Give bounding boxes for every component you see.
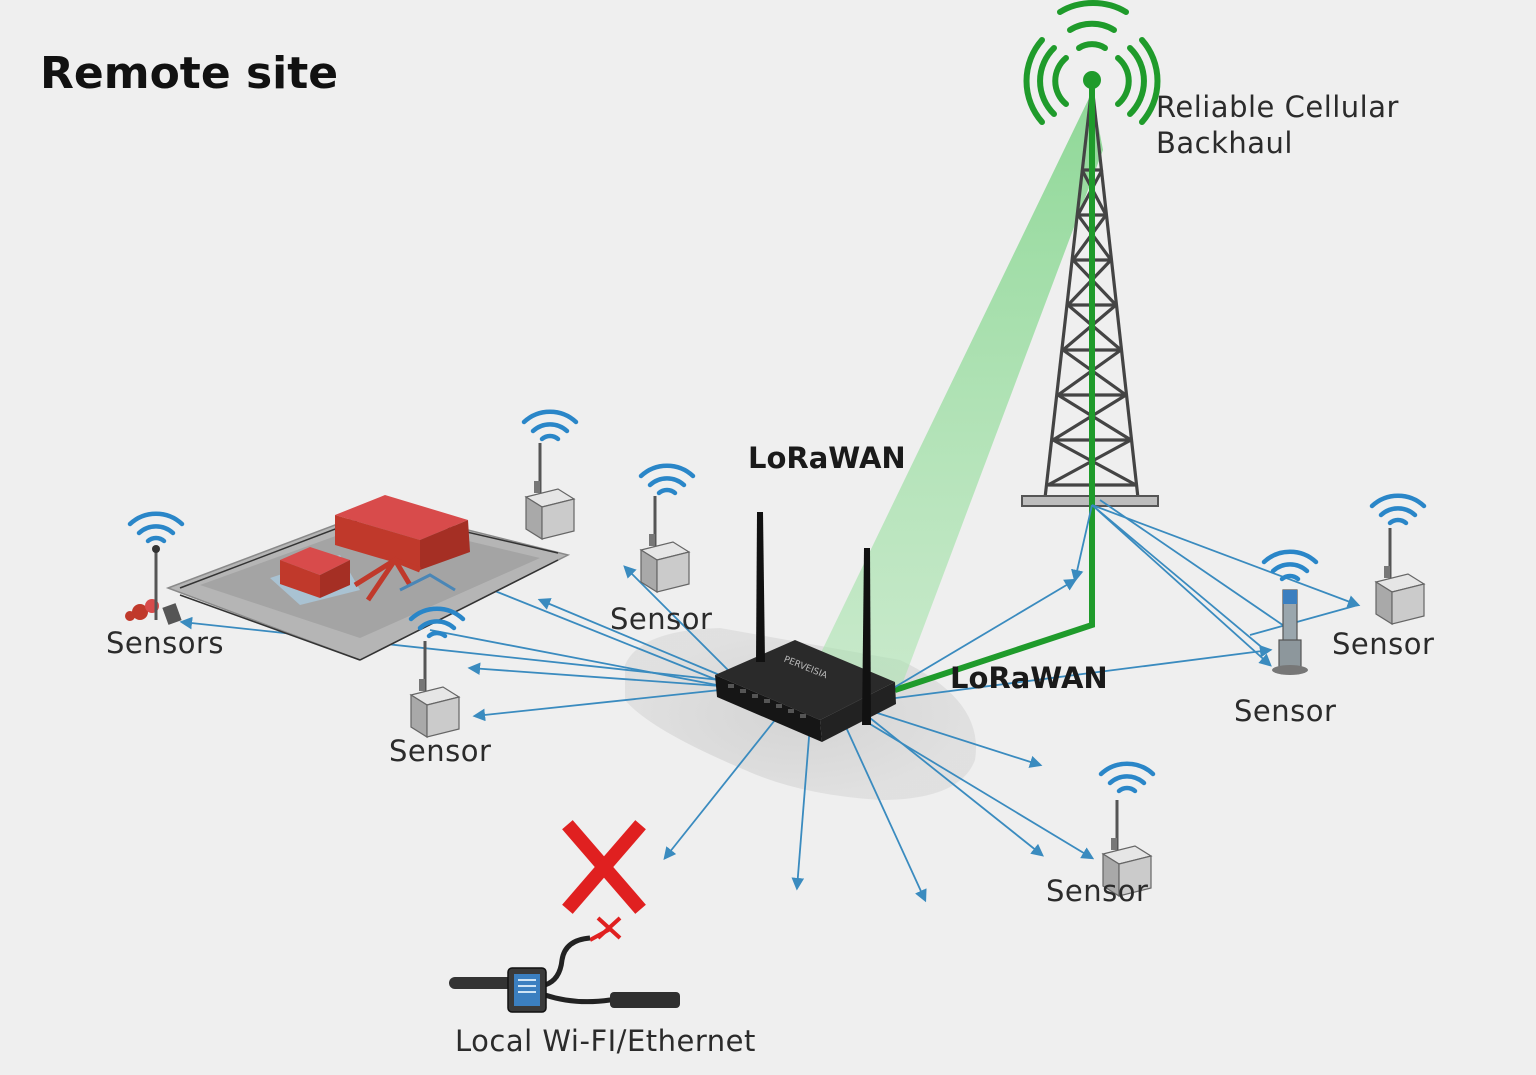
sensor-box-icon	[409, 639, 461, 739]
wifi-icon	[641, 466, 693, 493]
sensor-label-left: Sensor	[389, 734, 492, 768]
lorawan-label-right: LoRaWAN	[950, 661, 1108, 695]
cellular-beam	[815, 92, 1103, 690]
wifi-icon	[1372, 496, 1424, 523]
lorawan-links	[179, 499, 1361, 903]
facility-icon	[125, 495, 571, 661]
lorawan-label-top: LoRaWAN	[748, 441, 906, 475]
local-link-label: Local Wi-FI/Ethernet	[455, 1024, 756, 1058]
sensor-label-top-center: Sensor	[610, 602, 713, 636]
sensor-label-right-pole: Sensor	[1234, 694, 1337, 728]
backhaul-label-line1: Reliable Cellular	[1156, 90, 1399, 124]
sensor-pole-icon	[1272, 589, 1308, 675]
wifi-icon	[524, 412, 576, 439]
ethernet-cable-icon	[449, 935, 680, 1013]
router-icon: PERVEISIA	[715, 512, 896, 742]
sensor-box-icon	[1374, 526, 1426, 626]
sensor-label-bottom-right: Sensor	[1046, 874, 1149, 908]
cable-break-icon	[589, 916, 622, 942]
sensor-label-right-far: Sensor	[1332, 627, 1435, 661]
sensor-box-icon	[524, 441, 576, 541]
backhaul-link	[894, 88, 1095, 693]
sensor-box-icon	[639, 494, 691, 594]
wifi-icon	[1264, 552, 1316, 579]
signal-waves-icon	[1023, 0, 1161, 125]
sensor-label-group: Sensors	[106, 626, 225, 660]
wifi-icon	[130, 514, 182, 541]
wifi-icon	[1101, 764, 1153, 791]
page-title: Remote site	[40, 48, 339, 99]
blocked-x-icon	[562, 820, 646, 914]
backhaul-label-line2: Backhaul	[1156, 126, 1293, 160]
